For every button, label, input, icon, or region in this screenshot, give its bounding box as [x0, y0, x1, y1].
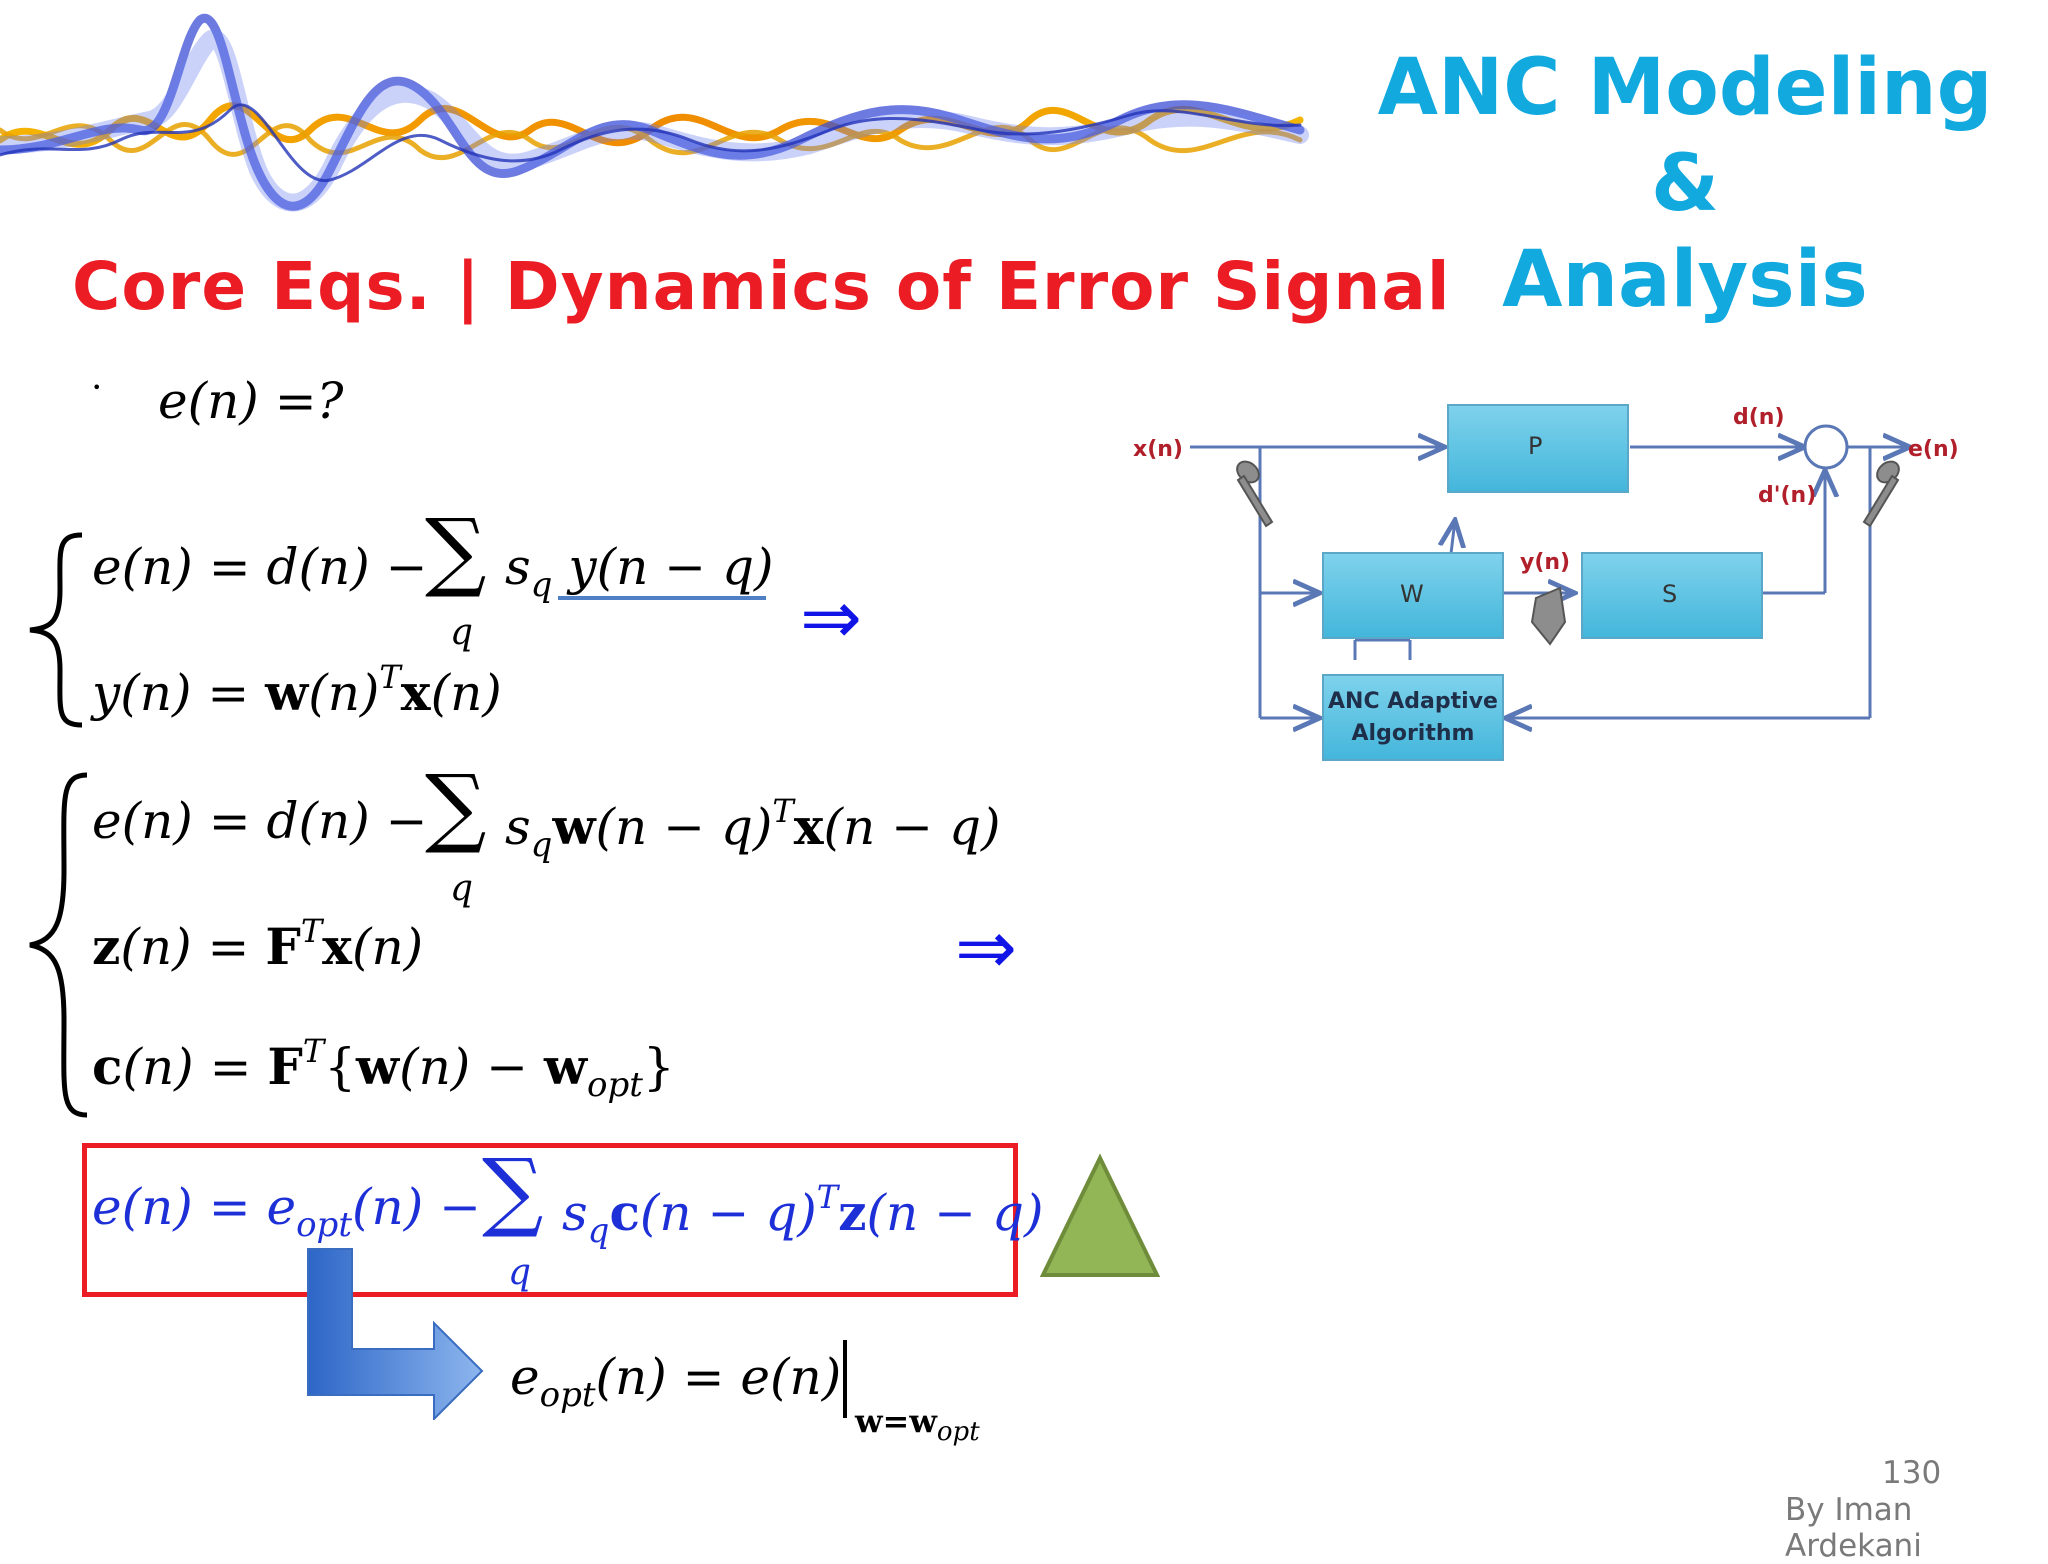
label-e-n: e(n) — [1908, 437, 1959, 462]
sys1-eq1-rhs: sq y(n − q) — [505, 538, 774, 605]
block-W: W — [1400, 580, 1424, 608]
brace-system2 — [29, 772, 88, 1118]
block-algorithm: ANC Adaptive Algorithm — [1323, 686, 1503, 750]
label-x-n: x(n) — [1133, 437, 1183, 462]
bend-arrow-icon — [307, 1248, 484, 1420]
boxed-eq-rhs: sqc(n − q)Tz(n − q) — [562, 1178, 1044, 1251]
slide-title-line2: Analysis — [1502, 235, 1868, 325]
underline — [558, 596, 766, 600]
sys2-eq1-lhs: e(n) = d(n) − — [92, 792, 428, 850]
sys2-eq1-rhs: sqw(n − q)Tx(n − q) — [505, 792, 1001, 865]
author: By Iman Ardekani — [1785, 1492, 1922, 1564]
sys1-eq1-lhs: e(n) = d(n) − — [92, 538, 428, 596]
section-title: Core Eqs. | Dynamics of Error Signal — [72, 248, 1451, 325]
eval-bar — [843, 1340, 847, 1418]
page-number: 130 — [1882, 1455, 1942, 1491]
sum-index: q — [450, 612, 474, 653]
eval-subscript: w=wopt — [855, 1402, 980, 1447]
slide-title-line1: ANC Modeling & — [1377, 43, 1993, 229]
boxed-eq-lhs: e(n) = eopt(n) − — [92, 1178, 481, 1245]
implies-arrow-1: ⇒ — [800, 575, 863, 661]
bullet-dot: • — [92, 378, 102, 397]
label-d-n: d(n) — [1733, 405, 1785, 430]
label-dprime-n: d'(n) — [1758, 483, 1817, 508]
waveform-banner — [0, 13, 1309, 212]
algo-line2: Algorithm — [1351, 721, 1475, 746]
algo-line1: ANC Adaptive — [1328, 689, 1498, 714]
sum-symbol: ∑ — [425, 757, 487, 857]
sum-index: q — [508, 1252, 532, 1293]
sum-symbol: ∑ — [425, 501, 487, 601]
label-y-n: y(n) — [1520, 550, 1571, 575]
slide-title: ANC Modeling & Analysis — [1340, 40, 2030, 328]
sys1-eq2: y(n) = w(n)Tx(n) — [92, 658, 502, 722]
block-P: P — [1528, 432, 1543, 460]
sum-index: q — [450, 868, 474, 909]
sys2-eq2: z(n) = FTx(n) — [92, 912, 424, 976]
sum-symbol: ∑ — [482, 1141, 544, 1241]
highlight-box — [82, 1143, 1018, 1297]
result-equation: eopt(n) = e(n) — [510, 1348, 842, 1415]
anc-block-diagram — [1190, 404, 1980, 761]
triangle-icon — [1039, 1153, 1161, 1277]
block-S: S — [1662, 580, 1678, 608]
sys2-eq3: c(n) = FT{w(n) − wopt} — [92, 1032, 675, 1105]
bullet-question: e(n) =? — [158, 372, 344, 430]
implies-arrow-2: ⇒ — [955, 905, 1018, 991]
brace-system1 — [29, 532, 83, 728]
